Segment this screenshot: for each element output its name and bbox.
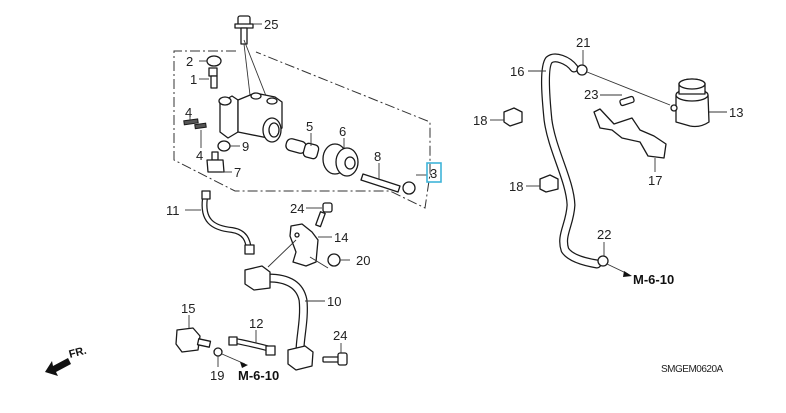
part-12-pipe[interactable] [228, 330, 276, 356]
callout-5: 5 [306, 119, 313, 134]
part-15-switch[interactable] [175, 315, 212, 353]
part-4-pins[interactable] [183, 112, 207, 148]
part-18-clip-lower[interactable] [526, 174, 559, 193]
part-8-pushrod[interactable] [360, 163, 416, 195]
assembly-outline [173, 50, 433, 209]
callout-23: 23 [584, 87, 598, 102]
callout-25: 25 [264, 17, 278, 32]
part-24-bolt-upper[interactable] [306, 202, 333, 228]
callout-4-lower: 4 [196, 148, 203, 163]
part-17-bracket[interactable] [593, 108, 667, 172]
part-10-hose[interactable] [244, 265, 325, 371]
callout-12: 12 [249, 316, 263, 331]
part-14-bracket[interactable] [267, 223, 332, 268]
callout-11: 11 [166, 203, 180, 218]
callout-20: 20 [356, 253, 370, 268]
part-22-clamp[interactable] [597, 242, 632, 277]
part-16-hose[interactable] [528, 53, 602, 269]
part-13-reservoir[interactable] [670, 78, 727, 128]
callout-8: 8 [374, 149, 381, 164]
part-18-clip-upper[interactable] [490, 107, 523, 127]
part-21-clamp[interactable] [576, 50, 671, 106]
callout-17: 17 [648, 173, 662, 188]
reference-m-6-10-right[interactable]: M-6-10 [633, 272, 674, 287]
callout-18-lower: 18 [509, 179, 523, 194]
callout-18-upper: 18 [473, 113, 487, 128]
callout-7: 7 [234, 165, 241, 180]
reference-m-6-10-left[interactable]: M-6-10 [238, 368, 279, 383]
callout-14: 14 [334, 230, 348, 245]
part-6-cup[interactable] [322, 138, 359, 177]
diagram-code: SMGEM0620A [661, 364, 724, 375]
callout-4-upper: 4 [185, 105, 192, 120]
part-19-nut[interactable] [213, 347, 248, 368]
callout-9: 9 [242, 139, 249, 154]
callout-22: 22 [597, 227, 611, 242]
part-25-bolt[interactable] [234, 15, 269, 102]
callout-2: 2 [186, 54, 193, 69]
part-23-bolt[interactable] [600, 94, 635, 107]
callout-21: 21 [576, 35, 590, 50]
front-arrow-icon [45, 358, 71, 376]
callout-24-lower: 24 [333, 328, 347, 343]
callout-3: 3 [430, 166, 437, 181]
assembly-callout[interactable]: 3 [416, 162, 442, 183]
master-cylinder-body[interactable] [218, 92, 283, 143]
part-1-bleeder[interactable] [199, 67, 218, 89]
callout-24-upper: 24 [290, 201, 304, 216]
part-20-nut[interactable] [309, 253, 350, 269]
part-24-bolt-lower[interactable] [322, 343, 348, 366]
front-direction-indicator: FR. [45, 345, 88, 376]
callout-19: 19 [210, 368, 224, 383]
callout-1: 1 [190, 72, 197, 87]
part-7-fitting[interactable] [206, 151, 232, 173]
callout-16: 16 [510, 64, 524, 79]
part-2-cap[interactable] [199, 55, 222, 67]
part-5-piston[interactable] [285, 133, 320, 160]
callout-10: 10 [327, 294, 341, 309]
callout-6: 6 [339, 124, 346, 139]
callout-13: 13 [729, 105, 743, 120]
part-9-washer[interactable] [217, 140, 240, 152]
front-label: FR. [68, 345, 88, 361]
callout-15: 15 [181, 301, 195, 316]
part-11-pipe[interactable] [185, 190, 255, 255]
